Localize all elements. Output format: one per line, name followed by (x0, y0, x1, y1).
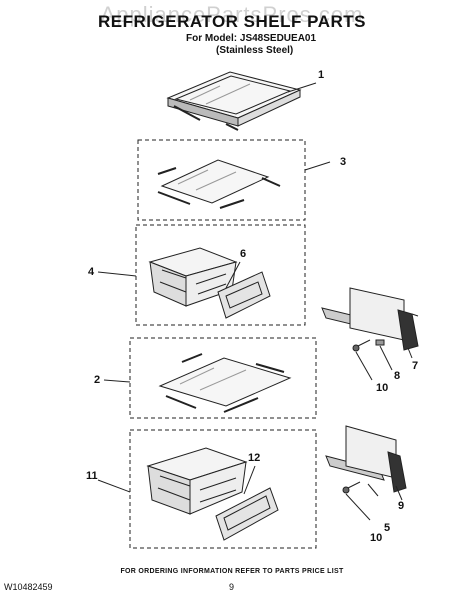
callout-part-12: 12 (248, 452, 261, 464)
leader-line (243, 465, 256, 495)
callout-part-1: 1 (318, 69, 325, 81)
callout-part-2: 2 (94, 374, 101, 386)
callout-part-3: 3 (340, 156, 347, 168)
leader-line (304, 161, 331, 171)
callout-part-5: 5 (384, 522, 391, 534)
glass-shelf (157, 159, 281, 209)
callout-part-11: 11 (86, 470, 98, 482)
callout-part-4: 4 (88, 266, 95, 278)
glass-shelf-assembly (166, 71, 302, 131)
leader-line (287, 82, 317, 93)
leader-line (225, 261, 241, 289)
callout-part-8: 8 (394, 370, 401, 382)
pantry-drawer (146, 447, 248, 515)
model-line: For Model: JS48SEDUEA01 (186, 33, 317, 44)
dashed-box (129, 337, 317, 419)
dashed-box (129, 429, 317, 549)
drawer-front (215, 487, 279, 541)
glass-shelf (158, 353, 292, 413)
drawer-front (217, 271, 271, 319)
callout-part-6: 6 (240, 248, 247, 260)
crisper-drawer (148, 247, 238, 307)
leader-line (103, 379, 131, 383)
callout-part-7: 7 (412, 360, 419, 372)
variant-line: (Stainless Steel) (216, 45, 294, 56)
document-number: W10482459 (4, 582, 53, 592)
callout-part-10: 10 (370, 532, 383, 544)
leader-line (97, 479, 131, 493)
ordering-info: FOR ORDERING INFORMATION REFER TO PARTS … (120, 568, 344, 575)
callout-part-9: 9 (398, 500, 405, 512)
slide-rail-assembly (321, 287, 419, 381)
dashed-box (137, 139, 306, 221)
slide-rail-assembly (325, 425, 407, 521)
page-title: REFRIGERATOR SHELF PARTS (98, 12, 366, 31)
leader-line (97, 271, 137, 277)
callout-part-10: 10 (376, 382, 389, 394)
dashed-box (135, 224, 306, 326)
page-number: 9 (229, 582, 235, 592)
